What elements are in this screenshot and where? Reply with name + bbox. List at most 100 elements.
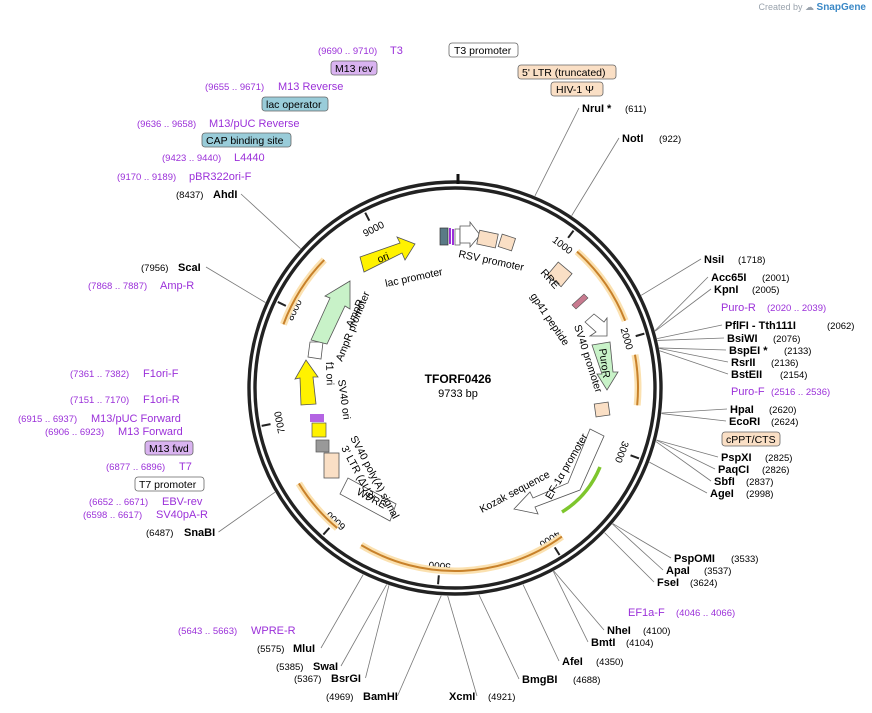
sv40-promoter-arrow (584, 313, 608, 337)
box-lac-operator[interactable] (261, 96, 329, 112)
enzyme-pflfi-name[interactable]: PflFI - Tth111I (725, 320, 796, 332)
primer-sv40pa-name[interactable]: SV40pA-R (156, 509, 208, 521)
enzyme-kpni-name[interactable]: KpnI (714, 284, 738, 296)
enzyme-bamhi-pos: (4969) (326, 692, 353, 703)
hiv-psi-block (497, 233, 517, 252)
enzyme-leader-28 (218, 491, 276, 533)
box-hiv-psi[interactable] (550, 81, 604, 97)
primer-puror-pos: (2020 .. 2039) (767, 303, 826, 314)
box-cppt[interactable] (721, 431, 781, 447)
box-m13-fwd[interactable] (144, 440, 194, 456)
box-t3-promoter[interactable] (448, 42, 519, 58)
enzyme-nrui-name[interactable]: NruI * (582, 103, 612, 115)
enzyme-scai-pos: (7956) (141, 263, 168, 274)
enzyme-leader-25 (365, 585, 390, 679)
enzyme-xcmi-pos: (4921) (488, 692, 515, 703)
enzyme-nsii-pos: (1718) (738, 255, 765, 266)
puror-label: PuroR (596, 348, 612, 380)
enzyme-paqci-pos: (2826) (762, 465, 789, 476)
brand-name: SnapGene (816, 2, 866, 13)
enzyme-scai-name[interactable]: ScaI (178, 262, 201, 274)
primer-ebv-name[interactable]: EBV-rev (162, 496, 203, 508)
enzyme-fsei-name[interactable]: FseI (657, 577, 679, 589)
tick-mark-5000 (437, 575, 440, 585)
primer-purof-name[interactable]: Puro-F (731, 386, 765, 398)
enzyme-bmti-name[interactable]: BmtI (591, 637, 615, 649)
enzyme-leader-12 (656, 439, 719, 458)
enzyme-pspomi-name[interactable]: PspOMI (674, 553, 715, 565)
primer-m13fwd-name[interactable]: M13 Forward (118, 426, 183, 438)
enzyme-pspxi-name[interactable]: PspXI (721, 452, 752, 464)
rre-block (546, 261, 573, 288)
box-cap-binding[interactable] (201, 132, 292, 148)
enzyme-bsteii-name[interactable]: BstEII (731, 369, 762, 381)
enzyme-nhei-name[interactable]: NheI (607, 625, 631, 637)
enzyme-swai-name[interactable]: SwaI (313, 661, 338, 673)
primer-puror-name[interactable]: Puro-R (721, 302, 756, 314)
lac-promoter-label: lac promoter (384, 266, 444, 290)
box-5ltr-text: 5' LTR (truncated) (522, 67, 606, 79)
enzyme-ahdi-pos: (8437) (176, 190, 203, 201)
primer-f1ori-f-name[interactable]: F1ori-F (143, 368, 179, 380)
enzyme-leader-27 (320, 574, 364, 649)
primer-ampr-pos: (7868 .. 7887) (88, 281, 147, 292)
primer-pbr322-name[interactable]: pBR322ori-F (189, 171, 252, 183)
enzyme-snabi-name[interactable]: SnaBI (184, 527, 215, 539)
tick-mark-1000 (567, 230, 575, 239)
enzyme-bamhi-name[interactable]: BamHI (363, 691, 398, 703)
enzyme-noti-name[interactable]: NotI (622, 133, 643, 145)
enzyme-acc65i-pos: (2001) (762, 273, 789, 284)
primer-f1ori-f-pos: (7361 .. 7382) (70, 369, 129, 380)
enzyme-leader-17 (612, 523, 664, 571)
primer-l4440-name[interactable]: L4440 (234, 152, 265, 164)
box-t7-promoter[interactable] (134, 476, 205, 492)
enzyme-pspxi-pos: (2825) (765, 453, 792, 464)
primer-f1ori-r-name[interactable]: F1ori-R (143, 394, 180, 406)
tick-mark-7000 (261, 423, 271, 427)
primer-m13puc-fwd-pos: (6915 .. 6937) (18, 414, 77, 425)
enzyme-leader-15 (649, 461, 708, 494)
enzyme-bspei-pos: (2133) (784, 346, 811, 357)
ltr5-block (476, 229, 499, 249)
enzyme-mlui-name[interactable]: MluI (293, 643, 315, 655)
box-m13-rev[interactable] (330, 60, 378, 76)
enzyme-mlui-pos: (5575) (257, 644, 284, 655)
primer-t3-name[interactable]: T3 (390, 45, 403, 57)
enzyme-acc65i-name[interactable]: Acc65I (711, 272, 746, 284)
enzyme-agei-name[interactable]: AgeI (710, 488, 734, 500)
enzyme-ahdi-name[interactable]: AhdI (213, 189, 237, 201)
enzyme-swai-pos: (5385) (276, 662, 303, 673)
box-5ltr[interactable] (517, 64, 617, 80)
enzyme-leader-10 (661, 408, 728, 414)
enzyme-pflfi-pos: (2062) (827, 321, 854, 332)
primer-ef1af-name[interactable]: EF1a-F (628, 607, 665, 619)
enzyme-bsrgi-name[interactable]: BsrGI (331, 673, 361, 685)
brand-prefix: Created by (758, 2, 803, 12)
enzyme-apai-name[interactable]: ApaI (666, 565, 690, 577)
primer-t7-name[interactable]: T7 (179, 461, 192, 473)
enzyme-nsii-name[interactable]: NsiI (704, 254, 724, 266)
enzyme-sbfi-name[interactable]: SbfI (714, 476, 735, 488)
primer-wpre-pos: (5643 .. 5663) (178, 626, 237, 637)
enzyme-fsei-pos: (3624) (690, 578, 717, 589)
enzyme-bmgbi-name[interactable]: BmgBI (522, 674, 557, 686)
primer-wpre-name[interactable]: WPRE-R (251, 625, 296, 637)
primer-labels: (9690 .. 9710) T3 (9655 .. 9671) M13 Rev… (18, 45, 830, 637)
primer-m13puc-fwd-name[interactable]: M13/pUC Forward (91, 413, 181, 425)
enzyme-bspei-name[interactable]: BspEI * (729, 345, 768, 357)
enzyme-hpai-pos: (2620) (769, 405, 796, 416)
enzyme-leader-13 (656, 439, 716, 470)
enzyme-xcmi-name[interactable]: XcmI (449, 691, 475, 703)
enzyme-bsiwi-name[interactable]: BsiWI (727, 333, 758, 345)
enzyme-leader-21 (522, 584, 560, 662)
primer-m13rev-name[interactable]: M13 Reverse (278, 81, 343, 93)
enzyme-paqci-name[interactable]: PaqCI (718, 464, 749, 476)
sv40-pa-block (315, 439, 330, 453)
enzyme-labels: NruI * (611) NotI (922) NsiI (1718) Acc6… (141, 103, 854, 703)
enzyme-ecori-name[interactable]: EcoRI (729, 416, 760, 428)
enzyme-hpai-name[interactable]: HpaI (730, 404, 754, 416)
primer-ampr-name[interactable]: Amp-R (160, 280, 194, 292)
primer-m13puc-rev-name[interactable]: M13/pUC Reverse (209, 118, 299, 130)
enzyme-afei-name[interactable]: AfeI (562, 656, 583, 668)
enzyme-rsrii-name[interactable]: RsrII (731, 357, 755, 369)
